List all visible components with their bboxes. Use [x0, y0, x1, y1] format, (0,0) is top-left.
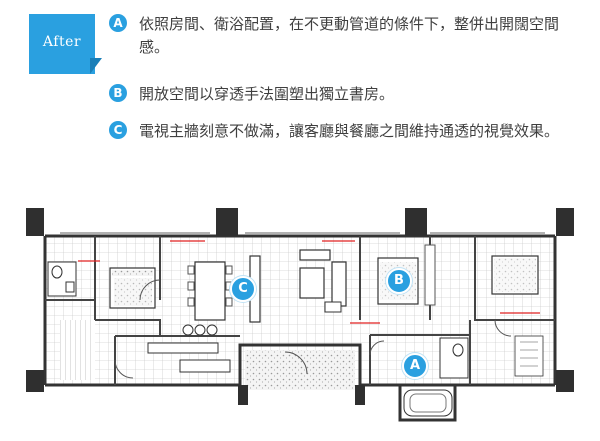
note-b: B 開放空間以穿透手法圍塑出獨立書房。 [109, 83, 589, 106]
living-sofa-set [299, 249, 347, 313]
plan-marker-b: B [386, 268, 412, 294]
structural-columns [26, 208, 574, 405]
right-bed [491, 255, 539, 295]
note-marker-c: C [109, 121, 127, 139]
after-badge-fold [90, 58, 102, 74]
plan-marker-a: A [402, 353, 428, 379]
left-bed [109, 267, 156, 309]
dining-table [187, 261, 233, 321]
kitchen-counter [147, 324, 231, 373]
note-a: A 依照房間、衛浴配置，在不更動管道的條件下，整併出開闊空間感。 [109, 13, 589, 59]
annotation-lines [78, 240, 540, 324]
entry-stone-floor [245, 350, 355, 390]
note-marker-a: A [109, 14, 127, 32]
note-text-a: 依照房間、衛浴配置，在不更動管道的條件下，整併出開闊空間感。 [139, 15, 560, 56]
note-text-b: 開放空間以穿透手法圍塑出獨立書房。 [139, 85, 395, 103]
right-closet [514, 335, 544, 377]
outer-walls [43, 234, 557, 422]
bathroom-left [47, 261, 77, 297]
note-text-c: 電視主牆刻意不做滿，讓客廳與餐廳之間維持通透的視覺效果。 [139, 122, 560, 140]
after-badge: After [29, 14, 95, 74]
balcony-wood-deck [60, 320, 95, 380]
note-marker-b: B [109, 84, 127, 102]
bathroom-right [403, 337, 469, 417]
doors [114, 279, 512, 379]
plan-marker-c: C [230, 276, 256, 302]
after-badge-label: After [42, 34, 82, 50]
note-c: C 電視主牆刻意不做滿，讓客廳與餐廳之間維持通透的視覺效果。 [109, 120, 589, 143]
